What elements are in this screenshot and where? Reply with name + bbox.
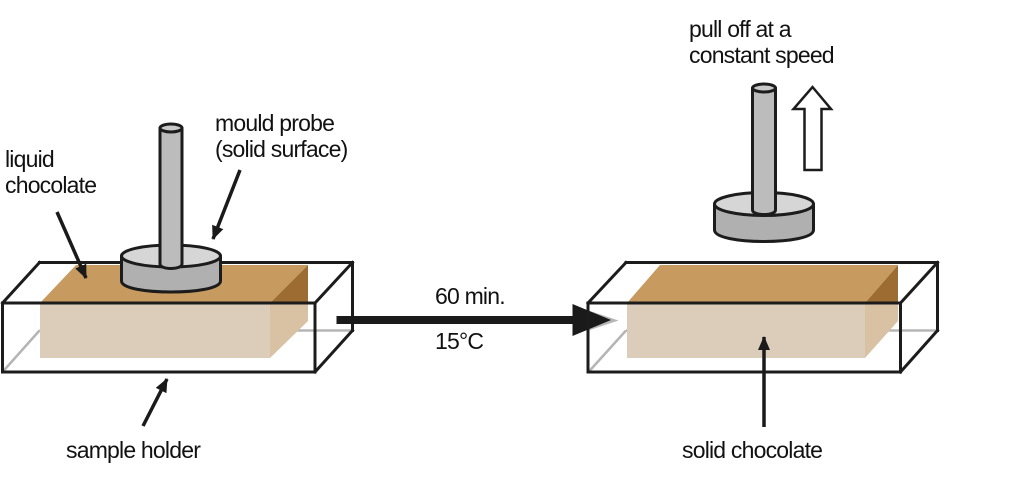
probe-rod-top: [751, 82, 777, 94]
sample-holder-pointer-arrow: [141, 378, 169, 427]
probe-rod-body: [751, 86, 777, 216]
left-box-hidden-bottom-left-edge: [1, 329, 41, 373]
lifted-mould-probe: [713, 82, 815, 243]
slab-front-face: [40, 303, 270, 358]
right-box-hidden-bottom-left-edge: [587, 329, 627, 373]
right-box-top-left-edge: [585, 260, 629, 306]
duration-label: 60 min.: [435, 283, 505, 309]
temperature-label: 15°C: [435, 328, 483, 354]
liquid-chocolate-pointer-arrow: [55, 211, 88, 279]
left-box-bottom-right-edge: [312, 328, 355, 375]
mould-probe: [120, 122, 222, 294]
liquid-chocolate-label-line2: chocolate: [5, 172, 96, 198]
pull-off-label-line2: constant speed: [689, 42, 834, 68]
transition-arrow: [336, 304, 619, 336]
mould-probe-label-line1: mould probe: [215, 110, 334, 136]
slab-top-face: [627, 265, 898, 303]
left-box-top-left-edge: [0, 260, 42, 306]
right-box-top-right-edge: [898, 260, 940, 306]
pull-off-label-line1: pull off at a: [689, 16, 792, 42]
slab-front-face: [627, 303, 865, 358]
solid-chocolate-label: solid chocolate: [682, 437, 822, 463]
right-box-bottom-right-edge: [898, 328, 940, 375]
sample-holder-label: sample holder: [66, 437, 201, 463]
solid-chocolate-slab: [627, 265, 898, 358]
probe-rod-body: [158, 126, 184, 270]
probe-rod-top: [158, 122, 184, 134]
sample-holder-box-right: [585, 260, 940, 375]
liquid-chocolate-label-line1: liquid: [5, 146, 54, 172]
transition-arrow-shaft: [336, 316, 579, 324]
pull-up-arrow-icon: [790, 85, 834, 172]
left-box-top-right-edge: [312, 260, 355, 306]
transition-arrow-head: [572, 304, 611, 336]
mould-probe-label-line2: (solid surface): [215, 136, 348, 162]
mould-probe-pointer-arrow: [211, 169, 242, 240]
right-assembly: [585, 82, 940, 375]
